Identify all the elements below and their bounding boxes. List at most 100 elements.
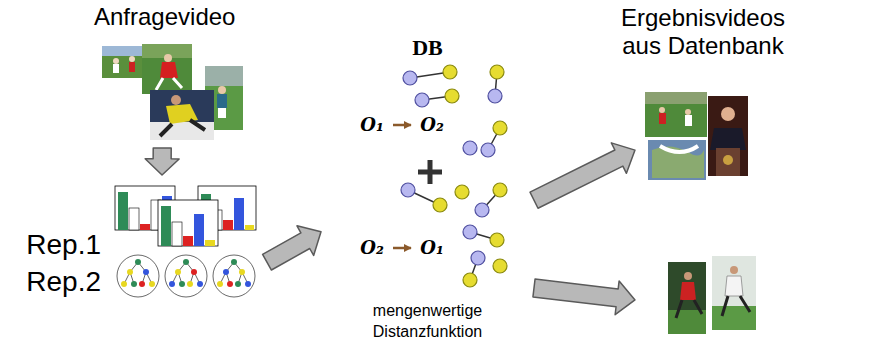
result-photos-part xyxy=(712,256,756,330)
feature-object: O₂ xyxy=(352,235,392,261)
result-photos-part xyxy=(659,113,666,124)
feature-molecules-part xyxy=(463,225,477,239)
result-photos-part xyxy=(684,272,692,280)
query-collage xyxy=(102,44,243,140)
panel-divider xyxy=(345,171,510,172)
graph-representation-part xyxy=(217,281,223,287)
result-photos-part xyxy=(659,107,665,113)
histogram-representation-part xyxy=(162,196,172,230)
result-video-box: Ergebnisvideos aus Datenbank xyxy=(640,72,812,182)
graph-representation-part xyxy=(172,262,200,284)
feature-molecules-part xyxy=(490,233,504,247)
histogram-representation-part xyxy=(151,200,161,230)
row-label: Rep.2 xyxy=(26,266,101,298)
feature-molecules-part xyxy=(493,121,507,135)
result-photos-part xyxy=(685,109,691,115)
feature-molecules-part xyxy=(493,183,507,197)
feature-object: O₂ xyxy=(412,112,452,138)
graph-representation-part xyxy=(169,281,175,287)
graph-representation-part xyxy=(213,255,255,297)
feature-molecules-part xyxy=(455,185,469,199)
graph-representation-part xyxy=(235,281,241,287)
histogram-representation-part xyxy=(140,224,150,230)
result-photos-part xyxy=(668,310,706,334)
feature-molecules-part xyxy=(493,259,507,273)
histogram-representation-part xyxy=(245,225,254,230)
graph-representation-part xyxy=(231,259,237,265)
query-collage-part xyxy=(166,104,198,124)
query-collage-part xyxy=(217,94,227,108)
histogram-representation-part xyxy=(115,186,175,230)
result-photos-part xyxy=(660,146,698,152)
result-photos-part xyxy=(716,148,740,176)
object-label: O₂ xyxy=(420,115,444,136)
feature-molecules-part xyxy=(408,72,500,280)
histogram-representation-part xyxy=(205,240,215,246)
feature-molecules xyxy=(401,65,507,287)
feature-molecules-part xyxy=(471,251,485,265)
result-photos-part xyxy=(730,266,738,274)
histogram-representation-part xyxy=(172,222,182,246)
histogram-representation-part xyxy=(212,210,222,230)
histogram-representation-part xyxy=(183,236,193,246)
flow-arrow xyxy=(530,143,635,208)
histogram-representation-part xyxy=(198,186,256,230)
box-border xyxy=(642,74,811,181)
feature-molecules-part xyxy=(463,273,477,287)
flow-arrow xyxy=(533,279,635,315)
object-shape xyxy=(413,113,451,137)
flow-arrow xyxy=(145,148,179,175)
graph-representation-part xyxy=(239,269,245,275)
object-shape xyxy=(353,113,391,137)
feature-molecules-part xyxy=(433,65,507,287)
result-photos-part xyxy=(722,296,750,316)
result-photos-part xyxy=(652,146,704,178)
result-photos-part xyxy=(645,92,707,104)
feature-object: O₁ xyxy=(412,235,452,261)
graph-representation-part xyxy=(183,259,189,265)
object-label: O₁ xyxy=(360,115,384,136)
result-photos-part xyxy=(710,128,746,150)
histogram-representation-part xyxy=(194,214,204,246)
result-photos-part xyxy=(721,107,735,121)
row-label: Rep.1 xyxy=(26,229,101,261)
query-collage-part xyxy=(160,120,205,136)
box-border xyxy=(98,42,249,144)
query-collage-part xyxy=(218,108,226,118)
feature-molecules-part xyxy=(433,198,447,212)
query-collage-part xyxy=(218,86,226,94)
histogram-representation-part xyxy=(129,208,139,230)
query-collage-part xyxy=(142,44,192,58)
graph-representation xyxy=(117,255,255,297)
result-photos xyxy=(645,92,756,334)
result-photos-part xyxy=(648,140,706,180)
flow-arrow xyxy=(263,226,321,270)
cylinder-top xyxy=(326,2,529,34)
connector-group xyxy=(145,125,635,315)
result-photos-part xyxy=(685,115,692,126)
query-collage-part xyxy=(205,66,243,130)
result-photos-part xyxy=(668,262,706,334)
feature-molecules-part xyxy=(445,89,459,103)
histogram-representation-part xyxy=(161,206,171,246)
query-video-box: Anfragevideo xyxy=(96,40,250,145)
feature-object: O₁ xyxy=(352,112,392,138)
query-collage-part xyxy=(129,56,135,62)
representation-box-outline xyxy=(107,178,262,300)
graph-representation-part xyxy=(124,262,152,284)
plus-symbol-part xyxy=(418,160,442,184)
histogram-representation-part xyxy=(234,198,244,230)
object-label: O₂ xyxy=(360,238,384,259)
graph-representation-part xyxy=(139,281,145,287)
feature-molecules-part xyxy=(475,203,489,217)
object-shape xyxy=(413,236,451,260)
feature-molecules-part xyxy=(481,143,495,157)
histogram-representation-part xyxy=(118,192,128,230)
query-collage-part xyxy=(205,66,243,86)
box-heading: Anfragevideo xyxy=(94,3,235,31)
graph-representation-part xyxy=(149,281,155,287)
result-photos-part xyxy=(723,155,733,165)
feature-molecules-part xyxy=(463,141,477,155)
graph-representation-part xyxy=(179,281,185,287)
cylinder-body xyxy=(326,18,529,358)
